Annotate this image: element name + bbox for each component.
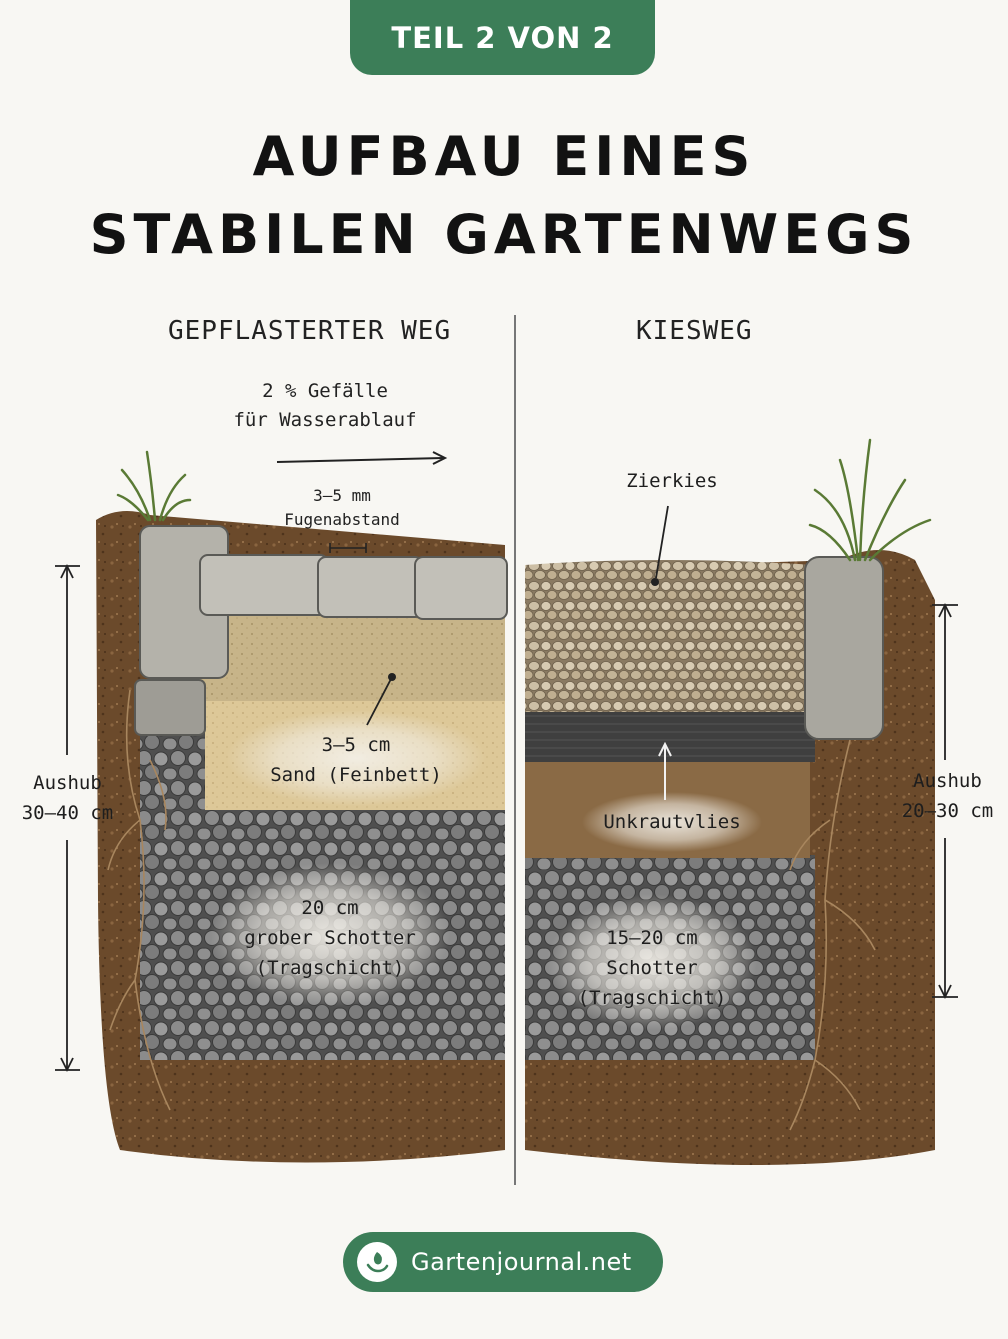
paved-gravel-label-line-3: (Tragschicht)	[255, 957, 405, 979]
sand-layer-label: 3–5 cm Sand (Feinbett)	[266, 730, 446, 790]
grass-tuft-right	[808, 438, 932, 562]
sand-layer-label-line-2: Sand (Feinbett)	[270, 764, 442, 786]
slope-label-line-2: für Wasserablauf	[233, 409, 417, 431]
vlies-pointer	[658, 741, 672, 800]
decorative-gravel-layer	[525, 560, 815, 712]
leaf-hand-icon	[357, 1242, 397, 1282]
title-line-2: STABILEN GARTENWEGS	[89, 203, 919, 266]
joint-gap-label: 3–5 mm Fugenabstand	[272, 484, 412, 532]
gravel-path-section	[525, 438, 935, 1165]
gravel-base-label-line-1: 15–20 cm	[606, 927, 698, 949]
paved-bedding-layer	[195, 613, 505, 701]
zierkies-pointer	[655, 505, 669, 579]
paved-path-heading: GEPFLASTERTER WEG	[168, 316, 452, 346]
excavation-label-right-line-2: 20–30 cm	[901, 800, 994, 822]
gravel-path-heading: KIESWEG	[636, 316, 753, 346]
paved-gravel-label-line-1: 20 cm	[301, 897, 359, 919]
paving-stone-2	[317, 556, 424, 618]
weed-fleece-label: Unkrautvlies	[603, 811, 741, 833]
slope-arrow	[276, 451, 448, 465]
slope-label-line-1: 2 % Gefälle	[262, 380, 388, 402]
sand-pointer	[366, 676, 393, 726]
excavation-dimension-right	[932, 602, 958, 1000]
joint-gap-label-line-2: Fugenabstand	[284, 510, 400, 529]
joint-gap-marker	[329, 543, 367, 553]
excavation-label-left-line-2: 30–40 cm	[21, 802, 114, 824]
gravel-base-label: 15–20 cm Schotter (Tragschicht)	[572, 923, 732, 1013]
brand-footer[interactable]: Gartenjournal.net	[343, 1232, 663, 1292]
paved-gravel-label-line-2: grober Schotter	[244, 927, 416, 949]
excavation-label-left: Aushub 30–40 cm	[10, 768, 125, 828]
joint-gap-label-line-1: 3–5 mm	[313, 486, 371, 505]
curb-stone-right	[804, 556, 884, 740]
title-line-1: AUFBAU EINES	[252, 125, 756, 188]
paved-gravel-label: 20 cm grober Schotter (Tragschicht)	[240, 893, 420, 983]
page-title: AUFBAU EINES STABILEN GARTENWEGS	[0, 118, 1008, 274]
excavation-label-left-line-1: Aushub	[33, 772, 102, 794]
excavation-label-right-line-1: Aushub	[913, 770, 982, 792]
brand-name: Gartenjournal.net	[411, 1248, 632, 1276]
grass-tuft-left	[116, 450, 192, 522]
part-badge: TEIL 2 VON 2	[350, 0, 655, 75]
paving-stone-3	[414, 556, 508, 620]
excavation-label-right: Aushub 20–30 cm	[895, 766, 1000, 826]
decorative-gravel-label: Zierkies	[626, 470, 718, 492]
paving-stone-1	[199, 554, 329, 616]
excavation-dimension-left	[55, 563, 80, 1073]
sand-layer-label-line-1: 3–5 cm	[321, 734, 391, 756]
paved-path-section	[96, 450, 508, 1163]
gravel-base-label-line-2: Schotter	[606, 957, 698, 979]
gravel-base-label-line-3: (Tragschicht)	[577, 987, 727, 1009]
slope-label: 2 % Gefälle für Wasserablauf	[230, 377, 420, 435]
